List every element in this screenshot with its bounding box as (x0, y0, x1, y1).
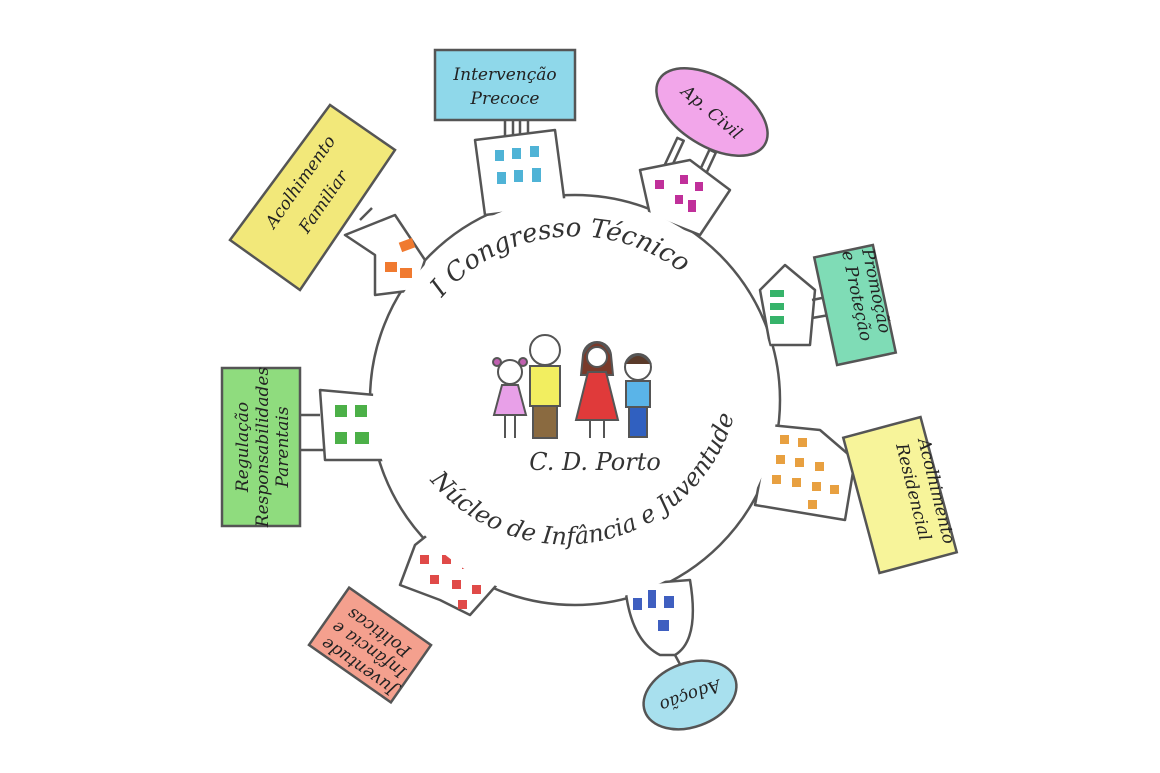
building-acolhimento-residencial: Acolhimento Residencial (753, 415, 959, 575)
ring-inner (373, 198, 777, 602)
family-figures (492, 334, 652, 439)
building-adocao: Adoção (623, 578, 738, 731)
center-label: C. D. Porto (529, 448, 661, 476)
sign-politicas-infancia (307, 585, 433, 705)
sign-regulacao (220, 366, 302, 528)
sign-label: Precoce (470, 89, 540, 109)
building-politicas-infancia: Políticas Infância e Juventude (307, 523, 512, 705)
building-intervencao-precoce: Intervenção Precoce (433, 48, 577, 217)
sign-acolhimento-residencial (841, 415, 959, 575)
sign-label: Responsabilidades (253, 367, 273, 529)
sign-label: Intervenção (452, 65, 556, 85)
building-regulacao: Regulação Responsabilidades Parentais (220, 366, 387, 529)
building-acolhimento-familiar: Acolhimento Familiar (228, 103, 427, 297)
sign-label: Parentais (273, 406, 293, 488)
building-apoio-civil: Ap. Civil (638, 67, 769, 237)
sign-adocao (642, 659, 738, 731)
sign-label: Regulação (233, 402, 253, 493)
sign-promocao-protecao (812, 243, 898, 367)
sign-acolhimento-familiar (228, 103, 397, 292)
sign-intervencao-precoce (433, 48, 577, 122)
building-promocao-protecao: Promoção e Proteção (758, 243, 898, 367)
sign-apoio-civil (655, 67, 769, 157)
